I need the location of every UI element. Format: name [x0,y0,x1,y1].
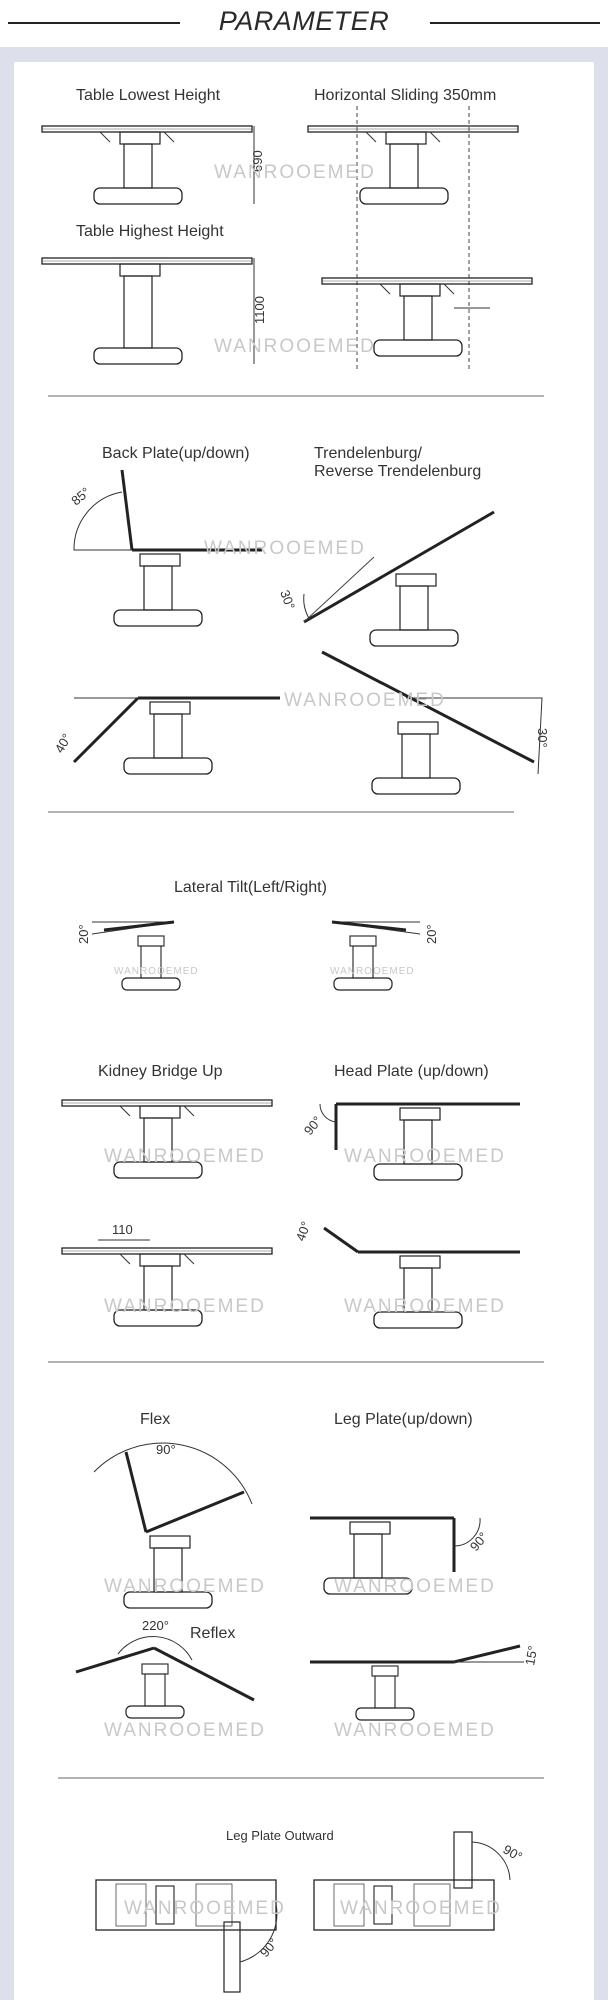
watermark-14: WANROOEMED [334,1720,496,1741]
head-up-drawing [323,1226,520,1329]
lateral-tilt-label: Lateral Tilt(Left/Right) [174,879,327,896]
watermark-7: WANROOEMED [104,1146,266,1167]
watermark-16: WANROOEMED [340,1898,502,1919]
flex-label: Flex [140,1411,170,1428]
parameter-panel: Table Lowest Height Horizontal Sliding 3… [14,62,594,2000]
head-up-angle: 40° [293,1219,314,1243]
kidney-bridge-value: 110 [112,1222,133,1237]
head-down-angle: 90° [301,1113,325,1138]
watermark-12: WANROOEMED [334,1576,496,1597]
back-down-angle: 40° [52,731,75,756]
outward-a-angle: 90° [257,1935,281,1960]
lateral-right-drawing [331,920,421,991]
trend-up-drawing [321,650,543,795]
leg-outward-label: Leg Plate Outward [226,1828,334,1843]
highest-height-label: Table Highest Height [76,223,224,240]
outward-left-drawing [95,1879,278,1993]
kidney-table-2 [61,1239,273,1327]
leg-down-angle: 90° [467,1529,491,1554]
highest-height-value: 1100 [252,296,267,324]
back-up-drawing [73,469,262,627]
parameter-diagram: Table Lowest Height Horizontal Sliding 3… [41,87,550,1993]
flex-drawing [93,1442,253,1609]
watermark-2: WANROOEMED [214,336,376,357]
reflex-label: Reflex [190,1625,235,1642]
outward-right-drawing [313,1831,511,1931]
trend-down-drawing [303,510,495,647]
leg-down-drawing [310,1516,481,1595]
watermark-1: WANROOEMED [214,162,376,183]
lateral-left-angle: 20° [76,924,91,944]
watermark-4: WANROOEMED [284,690,446,711]
head-plate-label: Head Plate (up/down) [334,1063,489,1080]
lowest-height-label: Table Lowest Height [76,87,221,104]
trendelenburg-label-1: Trendelenburg/ [314,445,422,462]
leg-plate-label: Leg Plate(up/down) [334,1411,473,1428]
lateral-left-drawing [91,920,181,991]
watermark-5: WANROOEMED [114,966,199,977]
trend-b-angle: 30° [535,728,550,748]
trend-a-angle: 30° [277,588,298,612]
watermark-8: WANROOEMED [344,1146,506,1167]
header-bar: PARAMETER [0,0,608,47]
kidney-bridge-label: Kidney Bridge Up [98,1063,223,1080]
leg-up-drawing [310,1644,524,1721]
reflex-drawing [75,1636,255,1719]
watermark-10: WANROOEMED [344,1296,506,1317]
header-left-rule [8,22,180,24]
watermark-3: WANROOEMED [204,538,366,559]
back-plate-label: Back Plate(up/down) [102,445,250,462]
lowest-height-value: 690 [250,150,265,172]
header-right-rule [430,22,600,24]
watermark-15: WANROOEMED [124,1898,286,1919]
leg-up-angle: 15° [522,1645,540,1667]
watermark-9: WANROOEMED [104,1296,266,1317]
watermark-13: WANROOEMED [104,1720,266,1741]
page-title: PARAMETER [218,6,390,36]
back-up-angle: 85° [68,484,93,508]
head-down-drawing [319,1102,520,1181]
reflex-angle: 220° [142,1618,169,1633]
flex-angle: 90° [156,1442,176,1457]
sliding-label: Horizontal Sliding 350mm [314,87,496,104]
watermark-6: WANROOEMED [330,966,415,977]
watermark-11: WANROOEMED [104,1576,266,1597]
back-down-drawing [72,696,280,775]
lateral-right-angle: 20° [424,924,439,944]
trendelenburg-label-2: Reverse Trendelenburg [314,463,481,480]
